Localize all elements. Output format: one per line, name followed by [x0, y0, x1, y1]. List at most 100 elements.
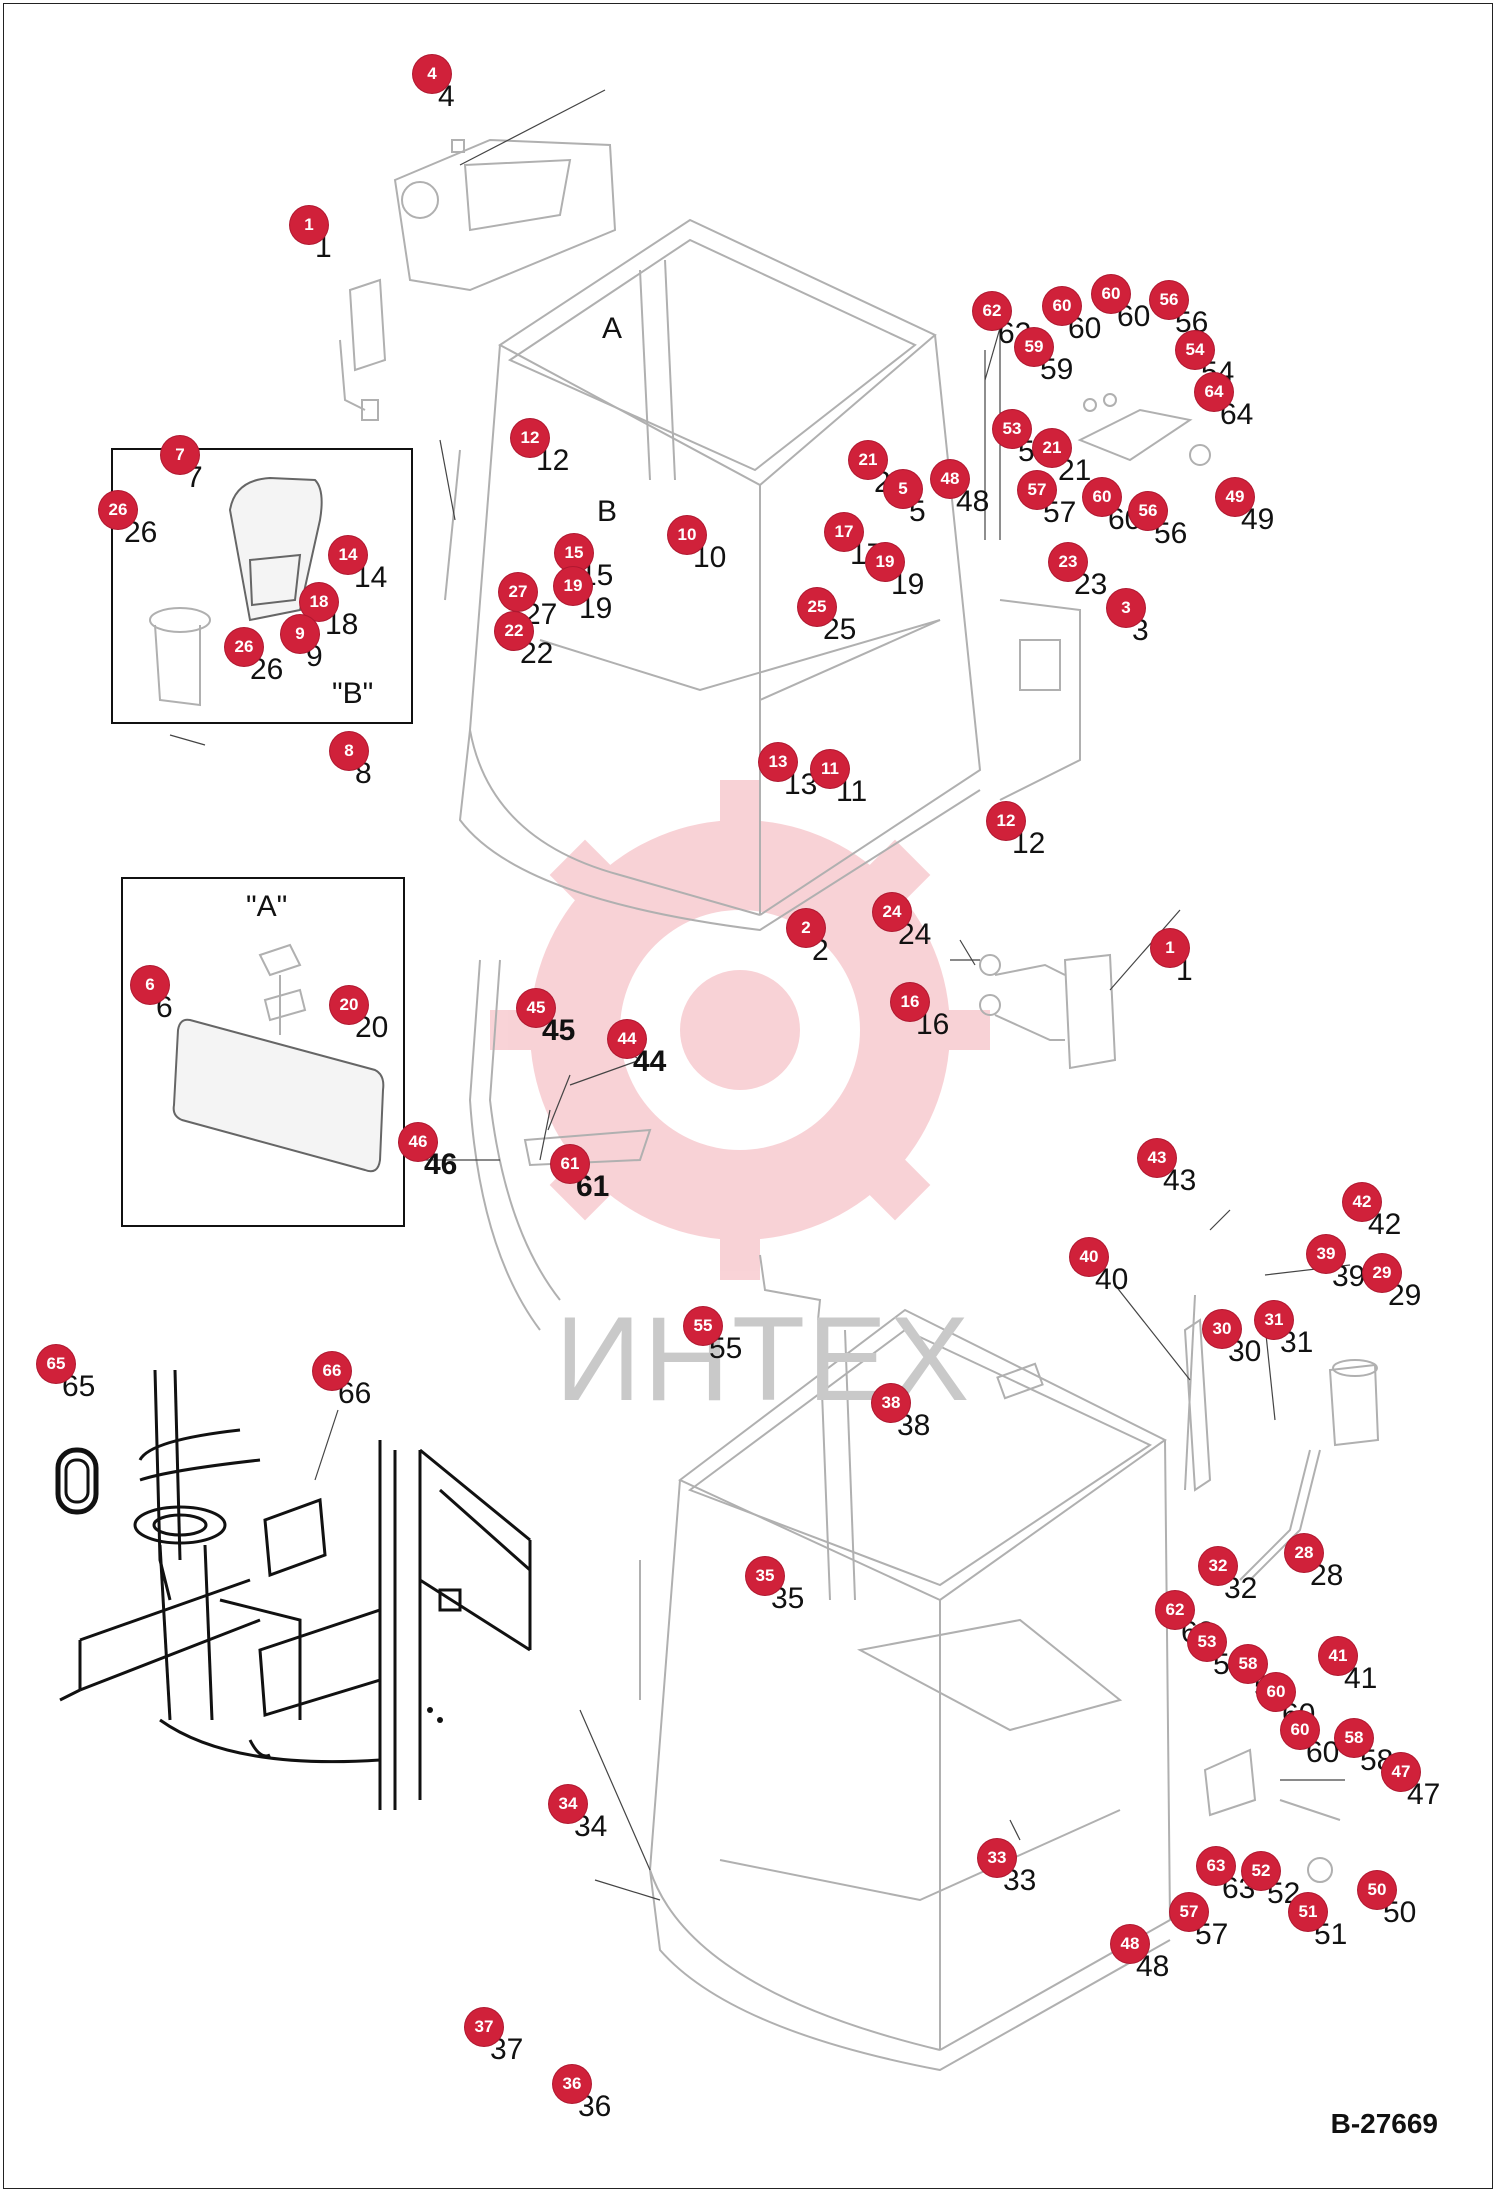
callout-badge: 58 [1229, 1645, 1267, 1683]
callout-badge: 56 [1150, 281, 1188, 319]
callout-badge: 15 [555, 534, 593, 572]
callout-badge: 33 [978, 1839, 1016, 1877]
callout-badge: 53 [1188, 1623, 1226, 1661]
callout-badge: 17 [825, 513, 863, 551]
inset-detail [55, 1369, 532, 1810]
callout-badge: 60 [1083, 478, 1121, 516]
callout-badge: 64 [1195, 373, 1233, 411]
callout-17: 1717 [825, 513, 883, 571]
callout-badge: 50 [1358, 1871, 1396, 1909]
mirror-bracket-upper [339, 278, 387, 421]
callout-badge: 56 [1129, 492, 1167, 530]
leader-lines [169, 89, 1351, 1901]
top-console [393, 138, 617, 292]
callout-badge: 52 [1242, 1852, 1280, 1890]
callout-badge: 41 [1319, 1637, 1357, 1675]
callout-badge: 21 [849, 441, 887, 479]
callout-badge: 18 [300, 583, 338, 621]
drawing-frame [3, 3, 1493, 2189]
door-detail-small [468, 959, 652, 1331]
callout-badge: 45 [517, 989, 555, 1027]
callout-badge: 51 [1289, 1893, 1327, 1931]
callout-badge: 12 [511, 419, 549, 457]
callout-badge: 58 [1335, 1719, 1373, 1757]
drawing-number: B-27669 [1330, 2108, 1438, 2139]
callout-badge: 13 [759, 743, 797, 781]
callout-badge: 38 [872, 1384, 910, 1422]
detail-b-title: "B" [332, 677, 374, 710]
callout-badge: 14 [329, 536, 367, 574]
callout-badge: 29 [1363, 1254, 1401, 1292]
callout-badge: 60 [1043, 287, 1081, 325]
callout-badge: 57 [1018, 471, 1056, 509]
watermark-gear-logo [490, 780, 990, 1280]
upper-cab-frame [444, 218, 1081, 932]
callout-badge: 22 [495, 612, 533, 650]
callout-badge: 60 [1092, 275, 1130, 313]
detail-b-box [111, 448, 413, 724]
callout-badge: 53 [993, 410, 1031, 448]
callout-badge: 16 [891, 983, 929, 1021]
callout-badge: 19 [866, 543, 904, 581]
callout-badge: 11 [811, 750, 849, 788]
callout-badge: 63 [1197, 1847, 1235, 1885]
callout-53: 5353 [1188, 1623, 1246, 1681]
callout-badge: 44 [608, 1020, 646, 1058]
lower-right-bracket [1203, 1748, 1341, 1883]
callout-badge: 8 [330, 732, 368, 770]
callout-badge: 66 [313, 1352, 351, 1390]
callout-badge: 27 [499, 573, 537, 611]
callout-badge: 9 [281, 615, 319, 653]
callout-badge: 48 [1111, 1925, 1149, 1963]
callout-badge: 3 [1107, 589, 1145, 627]
callout-badge: 37 [465, 2008, 503, 2046]
callout-badge: 28 [1285, 1534, 1323, 1572]
callout-badge: 54 [1176, 331, 1214, 369]
callout-badge: 55 [684, 1307, 722, 1345]
callout-badge: 43 [1138, 1139, 1176, 1177]
callout-badge: 34 [549, 1785, 587, 1823]
callout-badge: 7 [161, 436, 199, 474]
callout-badge: 39 [1307, 1235, 1345, 1273]
callout-53: 5353 [993, 410, 1051, 468]
